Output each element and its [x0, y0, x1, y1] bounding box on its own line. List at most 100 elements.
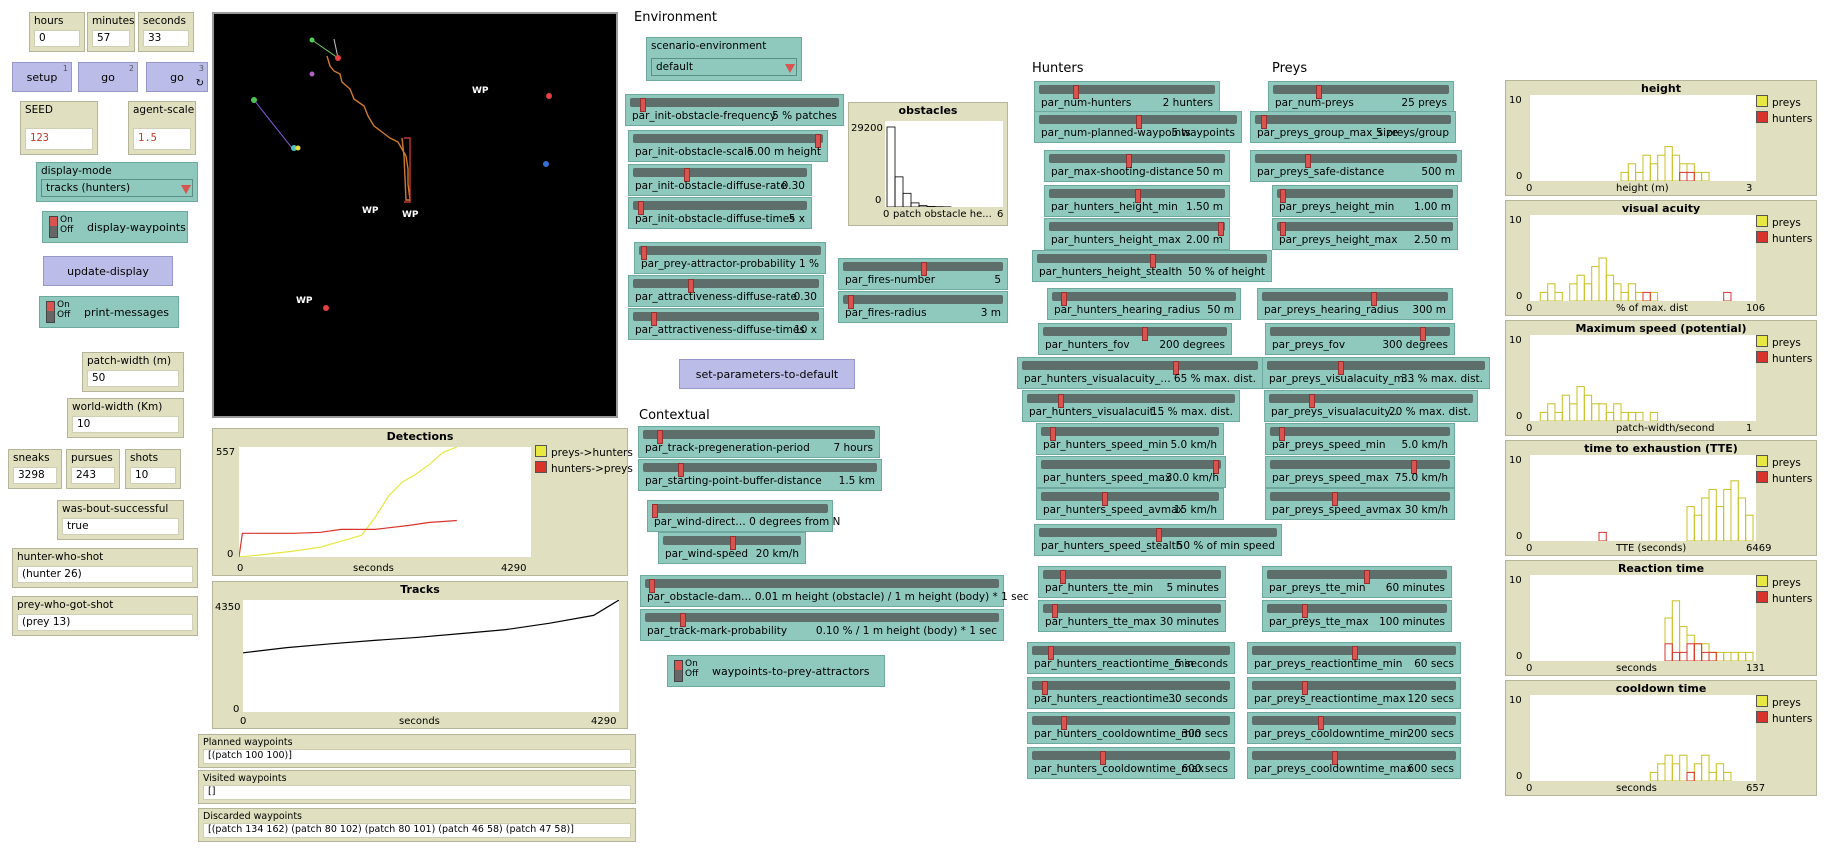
toggle-icon[interactable] — [46, 301, 55, 323]
slider-thumb[interactable] — [1218, 222, 1224, 236]
slider-thumb[interactable] — [1156, 528, 1162, 542]
slider-track[interactable] — [1049, 154, 1225, 168]
slider-par-preys-visualacuity-[interactable]: par_preys_visualacuity…20 % max. dist. — [1264, 390, 1478, 422]
seed-value[interactable]: 123 — [25, 128, 93, 150]
slider-thumb[interactable] — [1142, 327, 1148, 341]
slider-track[interactable] — [1277, 222, 1453, 236]
slider-thumb[interactable] — [1302, 604, 1308, 618]
slider-thumb[interactable] — [641, 246, 647, 260]
slider-thumb[interactable] — [657, 430, 663, 444]
set-parameters-to-default-button[interactable]: set-parameters-to-default — [679, 359, 855, 389]
slider-track[interactable] — [1049, 189, 1225, 203]
go-forever-button[interactable]: go 3 ↻ — [146, 62, 208, 92]
slider-track[interactable] — [1049, 222, 1225, 236]
chevron-down-icon[interactable] — [785, 64, 795, 73]
slider-thumb[interactable] — [688, 279, 694, 293]
slider-thumb[interactable] — [921, 262, 927, 276]
slider-thumb[interactable] — [1173, 361, 1179, 375]
slider-track[interactable] — [1255, 154, 1457, 168]
toggle-icon[interactable] — [674, 660, 683, 682]
slider-track[interactable] — [1267, 570, 1447, 584]
slider-track[interactable] — [843, 262, 1003, 276]
slider-thumb[interactable] — [678, 463, 684, 477]
slider-thumb[interactable] — [1150, 254, 1156, 268]
slider-thumb[interactable] — [652, 504, 658, 518]
slider-track[interactable] — [1267, 361, 1485, 375]
slider-track[interactable] — [630, 98, 839, 112]
slider-track[interactable] — [633, 134, 823, 148]
slider-par-obstacle-dam-0-01-m-height-obstacle-1-m-height-body-1-sec[interactable]: par_obstacle-dam… 0.01 m height (obstacl… — [640, 575, 1029, 607]
slider-thumb[interactable] — [1280, 189, 1286, 203]
slider-thumb[interactable] — [1058, 394, 1064, 408]
slider-par-wind-direct-0-degrees-from-n[interactable]: par_wind-direct… 0 degrees from N — [647, 500, 840, 532]
world-view[interactable]: WP WP WP WP — [212, 12, 618, 418]
seed-input[interactable]: SEED 123 — [20, 101, 98, 155]
slider-thumb[interactable] — [1371, 292, 1377, 306]
slider-thumb[interactable] — [1042, 681, 1048, 695]
slider-thumb[interactable] — [1073, 85, 1079, 99]
slider-thumb[interactable] — [1061, 716, 1067, 730]
slider-track[interactable] — [652, 504, 828, 518]
slider-thumb[interactable] — [1280, 222, 1286, 236]
scenario-environment-chooser[interactable]: scenario-environment default — [646, 37, 802, 81]
slider-thumb[interactable] — [1061, 292, 1067, 306]
slider-track[interactable] — [1039, 528, 1277, 542]
slider-track[interactable] — [1262, 292, 1448, 306]
slider-track[interactable] — [1273, 85, 1449, 99]
slider-thumb[interactable] — [1420, 327, 1426, 341]
slider-par-hunters-visualacuity-[interactable]: par_hunters_visualacuity_…65 % max. dist… — [1017, 357, 1263, 389]
slider-track[interactable] — [663, 536, 801, 550]
slider-thumb[interactable] — [1135, 189, 1141, 203]
slider-thumb[interactable] — [848, 295, 854, 309]
slider-thumb[interactable] — [1261, 115, 1267, 129]
slider-track[interactable] — [1252, 716, 1456, 730]
slider-track[interactable] — [643, 463, 877, 477]
slider-par-hunters-visualacuit-[interactable]: par_hunters_visualacuit…15 % max. dist. — [1022, 390, 1240, 422]
slider-par-preys-visualacuity-m-[interactable]: par_preys_visualacuity_m…33 % max. dist. — [1262, 357, 1490, 389]
slider-track[interactable] — [1270, 327, 1450, 341]
slider-track[interactable] — [1032, 681, 1230, 695]
slider-thumb[interactable] — [1352, 646, 1358, 660]
slider-track[interactable] — [1252, 681, 1456, 695]
slider-track[interactable] — [1043, 604, 1221, 618]
slider-thumb[interactable] — [1060, 570, 1066, 584]
slider-track[interactable] — [633, 168, 807, 182]
slider-track[interactable] — [633, 312, 819, 326]
slider-track[interactable] — [1052, 292, 1236, 306]
slider-thumb[interactable] — [684, 168, 690, 182]
slider-track[interactable] — [1032, 751, 1230, 765]
go-button[interactable]: go 2 — [78, 62, 138, 92]
slider-track[interactable] — [1269, 394, 1473, 408]
chevron-down-icon[interactable] — [181, 185, 191, 194]
slider-track[interactable] — [1022, 361, 1258, 375]
slider-thumb[interactable] — [815, 134, 821, 148]
update-display-button[interactable]: update-display — [43, 256, 173, 286]
slider-track[interactable] — [843, 295, 1003, 309]
slider-track[interactable] — [1267, 604, 1447, 618]
slider-track[interactable] — [1032, 646, 1230, 660]
